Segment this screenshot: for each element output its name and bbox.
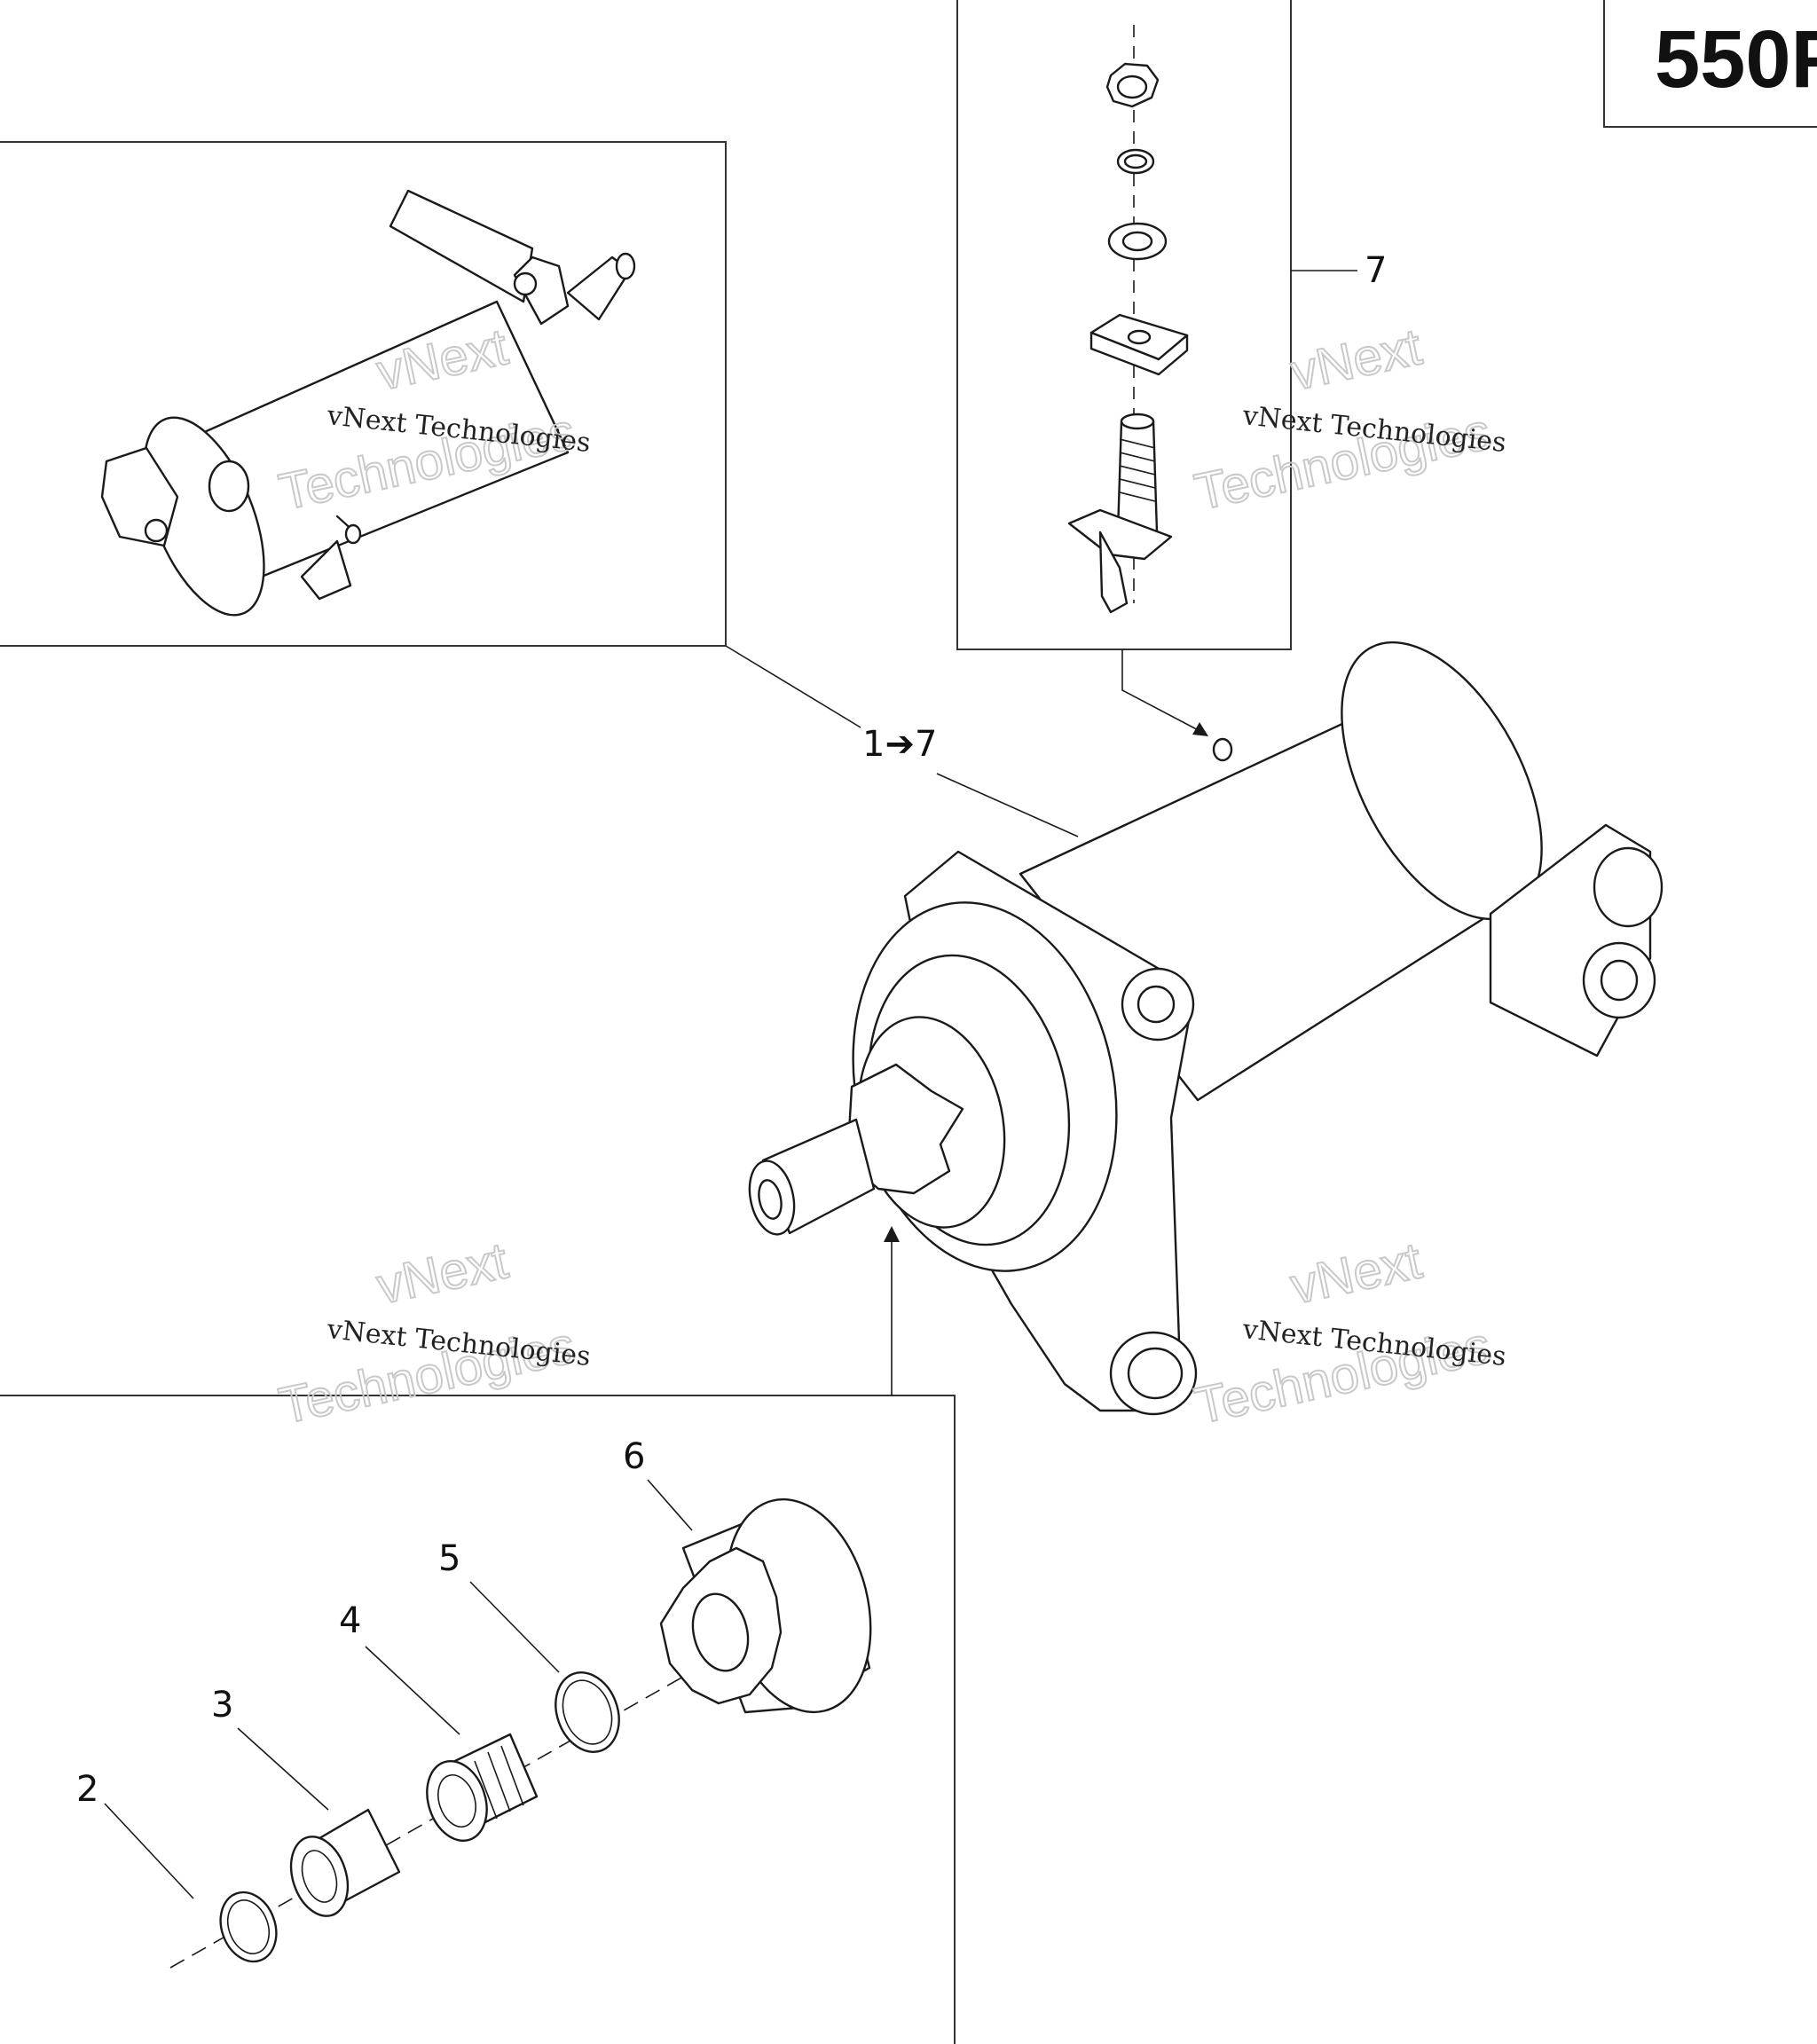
part-3-collar: [289, 1808, 401, 1917]
main-starter-motor: [748, 641, 1664, 1416]
insulator-plate: [1089, 313, 1189, 376]
flat-washer: [1107, 222, 1168, 261]
svg-text:vNext: vNext: [1286, 318, 1427, 401]
callout-2: 2: [76, 1769, 98, 1810]
callout-6: 6: [623, 1436, 645, 1477]
title-label: 550F: [1655, 14, 1817, 105]
leader-line-range: [725, 645, 861, 728]
title-box: 550F: [1603, 0, 1817, 128]
watermark-top-right: vNext Technologies vNext Technologies: [1189, 317, 1507, 522]
inset-terminal-hardware: 7: [956, 0, 1387, 736]
callout-7: 7: [1365, 250, 1387, 291]
part-2-retaining-ring: [219, 1891, 278, 1963]
svg-text:vNext: vNext: [1286, 1231, 1427, 1315]
part-5-washer: [555, 1671, 620, 1753]
terminal-stud: [1067, 413, 1173, 614]
hex-nut: [1105, 62, 1160, 108]
svg-text:vNext: vNext: [372, 1231, 513, 1315]
callout-range: 1➔7: [862, 724, 937, 765]
callout-5: 5: [438, 1538, 460, 1579]
part-6-pinion-gear: [659, 1498, 872, 1714]
part-4-spring: [426, 1733, 539, 1843]
inset-drive-parts: 2 3 4 5 6: [0, 1226, 956, 2044]
starter-motor-small: [100, 189, 636, 617]
callout-4: 4: [339, 1600, 361, 1641]
callout-3: 3: [211, 1685, 233, 1726]
inset-starter-assembly: [0, 141, 727, 647]
watermark-bottom-right: vNext Technologies vNext Technologies: [1189, 1230, 1507, 1435]
watermark-bottom-left: vNext Technologies vNext Technologies: [273, 1230, 592, 1435]
